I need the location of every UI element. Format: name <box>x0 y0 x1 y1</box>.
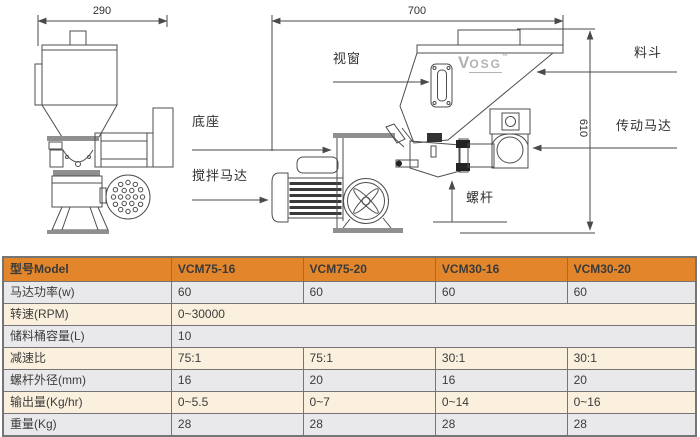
vosg-logo-text: OSG <box>469 57 503 73</box>
spec-value-cell: 60 <box>566 281 697 304</box>
spec-value-cell: 0~5.5 <box>170 391 304 414</box>
spec-merged-value: 10 <box>170 325 697 348</box>
dimension-700-lines <box>271 15 564 151</box>
header-model-VCM30-16: VCM30-16 <box>434 256 568 282</box>
vosg-logo-v: V <box>458 53 470 72</box>
spec-value-cell: 28 <box>566 413 697 437</box>
spec-row-1: 转速(RPM)0~30000 <box>2 303 697 326</box>
spec-value-cell: 60 <box>170 281 304 304</box>
spec-row-label: 减速比 <box>2 347 172 370</box>
dimension-700-value: 700 <box>407 5 427 17</box>
spec-value-cell: 28 <box>170 413 304 437</box>
spec-value-cell: 30:1 <box>566 347 697 370</box>
label-screw: 螺杆 <box>466 190 495 205</box>
spec-value-cell: 75:1 <box>302 347 436 370</box>
spec-value-cell: 30:1 <box>434 347 568 370</box>
header-model-VCM75-16: VCM75-16 <box>170 256 304 282</box>
spec-value-cell: 0~14 <box>434 391 568 414</box>
vosg-logo: VOSG™ <box>458 53 509 73</box>
drive-motor-shape <box>489 108 531 169</box>
label-viewing-window: 视窗 <box>333 51 362 66</box>
spec-row-label: 转速(RPM) <box>2 303 172 326</box>
datasheet-page: { "diagram": { "dimensions": { "width_sm… <box>2 5 697 437</box>
label-hopper: 料斗 <box>634 45 663 60</box>
dimension-290-value: 290 <box>92 5 112 17</box>
machine-technical-drawing: 290 700 610 视窗 料斗 底座 传动马达 搅拌马达 螺杆 VOSG™ <box>34 5 677 234</box>
header-model-VCM30-20: VCM30-20 <box>566 256 697 282</box>
spec-value-cell: 20 <box>566 369 697 392</box>
spec-value-cell: 60 <box>434 281 568 304</box>
header-model-VCM75-20: VCM75-20 <box>302 256 436 282</box>
spec-value-cell: 28 <box>302 413 436 437</box>
spec-row-label: 储料桶容量(L) <box>2 325 172 348</box>
spec-value-cell: 20 <box>302 369 436 392</box>
spec-row-label: 马达功率(w) <box>2 281 172 304</box>
header-model-column: 型号Model <box>2 256 172 282</box>
hopper-shape <box>399 29 564 144</box>
spec-row-label: 输出量(Kg/hr) <box>2 391 172 414</box>
screw-assembly-shape <box>385 123 495 178</box>
blower-base-shape <box>333 133 403 233</box>
spec-value-cell: 0~16 <box>566 391 697 414</box>
vosg-logo-tm: ™ <box>502 54 509 60</box>
spec-merged-value: 0~30000 <box>170 303 697 326</box>
perforated-disc <box>105 174 151 220</box>
spec-value-cell: 60 <box>302 281 436 304</box>
spec-value-cell: 16 <box>434 369 568 392</box>
spec-value-cell: 0~7 <box>302 391 436 414</box>
mixing-motor-shape <box>271 156 344 223</box>
dimension-610-lines <box>460 28 595 234</box>
label-base: 底座 <box>192 114 221 129</box>
dimension-610-value: 610 <box>577 118 589 138</box>
label-drive-motor: 传动马达 <box>616 118 673 133</box>
spec-value-cell: 28 <box>434 413 568 437</box>
machine-drawing-svg <box>34 15 677 234</box>
dimension-290-lines <box>37 15 168 46</box>
spec-value-cell: 16 <box>170 369 304 392</box>
side-view-drawing <box>34 30 174 234</box>
spec-row-label: 螺杆外径(mm) <box>2 369 172 392</box>
label-mixing-motor: 搅拌马达 <box>192 168 249 183</box>
spec-row-label: 重量(Kg) <box>2 413 172 437</box>
callout-lines <box>192 68 677 223</box>
front-view-drawing <box>271 29 564 233</box>
spec-value-cell: 75:1 <box>170 347 304 370</box>
spec-row-2: 储料桶容量(L)10 <box>2 325 697 348</box>
